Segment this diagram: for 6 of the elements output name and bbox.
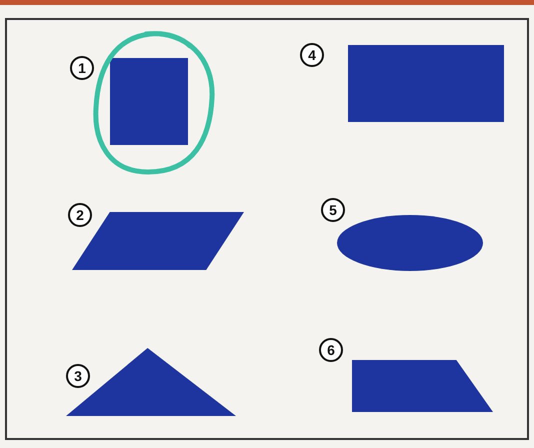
callout-number: 5	[321, 198, 345, 222]
callout-number: 3	[66, 364, 90, 388]
callout-number: 2	[68, 203, 92, 227]
callout-number: 6	[319, 338, 343, 362]
callout-number: 1	[70, 56, 94, 80]
callout-number: 4	[300, 43, 324, 67]
